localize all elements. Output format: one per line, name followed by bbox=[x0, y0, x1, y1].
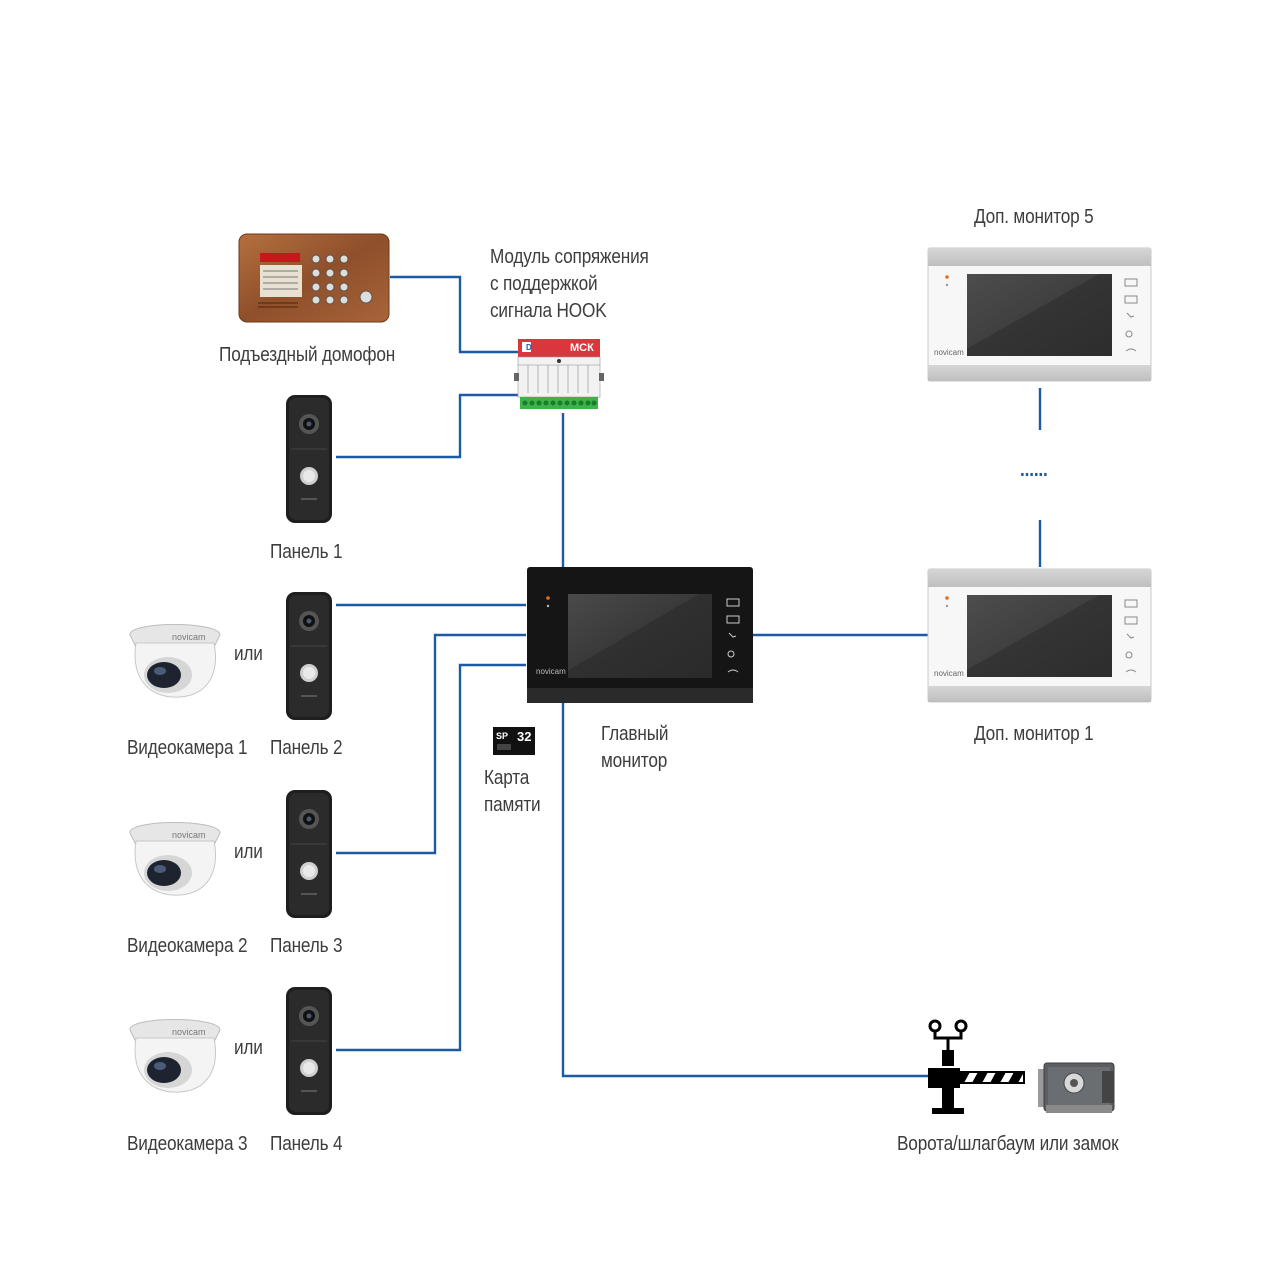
camera-2-brand: novicam bbox=[172, 830, 206, 840]
wire-intercom-module bbox=[390, 275, 518, 354]
camera-2-label: Видеокамера 2 bbox=[127, 935, 248, 957]
camera-1-brand: novicam bbox=[172, 632, 206, 642]
extra-monitor-5-brand: novicam bbox=[934, 348, 964, 357]
module-label-line1: Модуль сопряжения bbox=[490, 246, 649, 268]
main-monitor-brand: novicam bbox=[536, 667, 566, 676]
module-label-line2: с поддержкой bbox=[490, 273, 598, 295]
main-monitor-icon: novicam bbox=[527, 567, 753, 703]
svg-text:D: D bbox=[526, 343, 532, 352]
wire-panel4-main bbox=[336, 663, 526, 1052]
interface-module-icon: D МСК bbox=[514, 339, 604, 409]
door-intercom-icon bbox=[238, 233, 390, 323]
call-panel-3-icon bbox=[286, 790, 332, 918]
call-panel-1-icon bbox=[286, 395, 332, 523]
dome-camera-2-icon: novicam bbox=[129, 822, 221, 896]
wire-panel1-module bbox=[336, 393, 518, 459]
call-panel-4-icon bbox=[286, 987, 332, 1115]
call-panel-2-icon bbox=[286, 592, 332, 720]
camera-1-label: Видеокамера 1 bbox=[127, 737, 248, 759]
camera-3-label: Видеокамера 3 bbox=[127, 1133, 248, 1155]
wire-panel3-main bbox=[336, 633, 526, 855]
card-brand-text: SP bbox=[496, 731, 508, 741]
door-intercom-label: Подъездный домофон bbox=[219, 344, 396, 366]
panel-2-label: Панель 2 bbox=[270, 737, 343, 759]
or-label-3: или bbox=[234, 1037, 263, 1059]
wire-main-gate bbox=[561, 703, 930, 1078]
main-monitor-label-line2: монитор bbox=[601, 750, 668, 772]
card-capacity-text: 32 bbox=[517, 729, 531, 744]
extra-monitor-1-brand: novicam bbox=[934, 669, 964, 678]
memory-card-label-line2: памяти bbox=[484, 794, 541, 816]
memory-card-icon: SP 32 bbox=[493, 727, 535, 755]
extra-monitor-1-label: Доп. монитор 1 bbox=[974, 723, 1094, 745]
memory-card-label-line1: Карта bbox=[484, 767, 530, 789]
electric-lock-icon bbox=[1038, 1062, 1115, 1113]
dome-camera-1-icon: novicam bbox=[129, 624, 221, 698]
extra-monitor-5-icon: novicam bbox=[927, 247, 1152, 382]
extra-monitor-5-label: Доп. монитор 5 bbox=[974, 206, 1094, 228]
ellipsis-label: ...... bbox=[1020, 459, 1048, 481]
extra-monitor-1-icon: novicam bbox=[927, 568, 1152, 703]
module-label-line3: сигнала HOOK bbox=[490, 300, 607, 322]
camera-3-brand: novicam bbox=[172, 1027, 206, 1037]
or-label-1: или bbox=[234, 643, 263, 665]
barrier-gate-icon bbox=[928, 1019, 1025, 1114]
module-brand-text: МСК bbox=[570, 342, 594, 354]
main-monitor-label-line1: Главный bbox=[601, 723, 669, 745]
panel-4-label: Панель 4 bbox=[270, 1133, 343, 1155]
or-label-2: или bbox=[234, 841, 263, 863]
panel-3-label: Панель 3 bbox=[270, 935, 343, 957]
panel-1-label: Панель 1 bbox=[270, 541, 343, 563]
gate-label: Ворота/шлагбаум или замок bbox=[897, 1133, 1119, 1155]
dome-camera-3-icon: novicam bbox=[129, 1019, 221, 1093]
